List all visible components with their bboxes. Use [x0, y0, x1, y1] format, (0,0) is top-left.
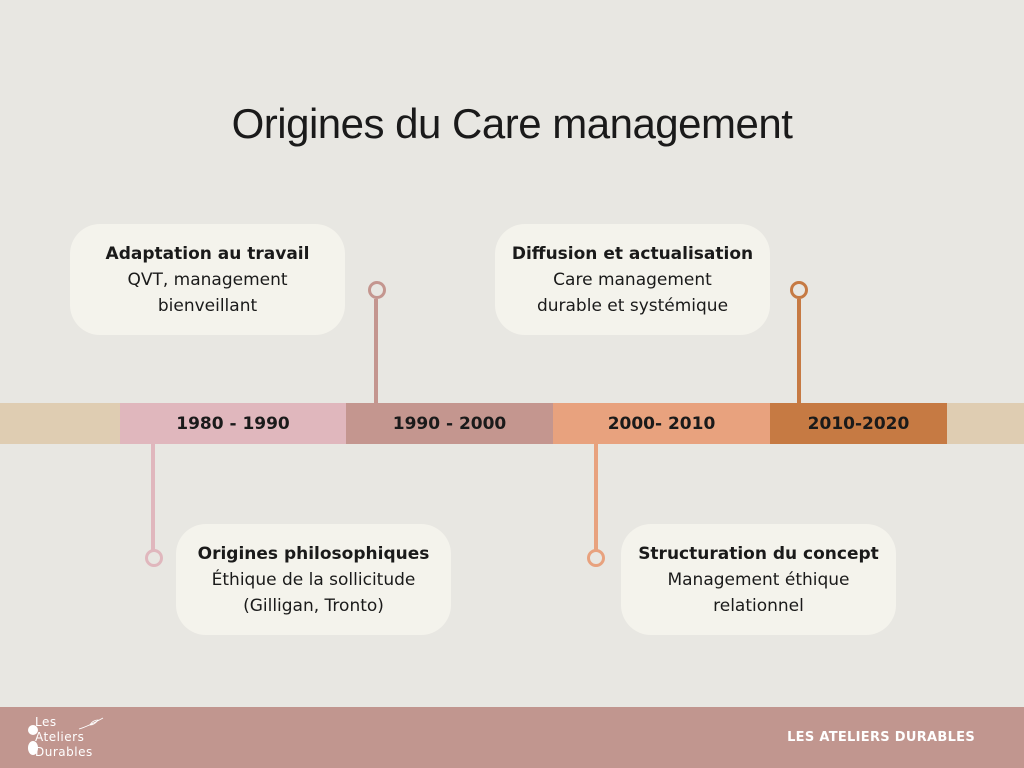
milestone-card-origines: Origines philosophiques Éthique de la so… — [176, 524, 451, 635]
milestone-heading: Diffusion et actualisation — [511, 243, 754, 264]
brand-logo: Les Ateliers Durables — [28, 715, 118, 763]
connector-stem-4 — [797, 299, 801, 403]
brand-name: LES ATELIERS DURABLES — [787, 730, 975, 745]
milestone-card-adaptation: Adaptation au travail QVT, management bi… — [70, 224, 345, 335]
milestone-line: Éthique de la sollicitude — [211, 569, 416, 590]
connector-dot-1 — [145, 549, 163, 567]
milestone-line: Management éthique — [667, 569, 850, 590]
timeline-band-left — [0, 403, 120, 444]
logo-mark-top — [28, 725, 38, 735]
connector-dot-4 — [790, 281, 808, 299]
period-1980-1990: 1980 - 1990 — [120, 403, 346, 444]
connector-dot-3 — [587, 549, 605, 567]
milestone-heading: Origines philosophiques — [197, 543, 430, 564]
connector-stem-1 — [151, 444, 155, 551]
milestone-line: durable et systémique — [536, 295, 729, 316]
connector-stem-3 — [594, 444, 598, 551]
logo-text-line: Ateliers — [35, 730, 85, 744]
milestone-heading: Adaptation au travail — [105, 243, 310, 264]
period-1990-2000: 1990 - 2000 — [346, 403, 553, 444]
milestone-heading: Structuration du concept — [638, 543, 879, 564]
period-2000-2010: 2000- 2010 — [553, 403, 770, 444]
milestone-line: QVT, management — [127, 269, 288, 290]
milestone-line: Care management — [553, 269, 712, 290]
milestone-line: bienveillant — [157, 295, 258, 316]
page-title: Origines du Care management — [231, 100, 793, 147]
leaf-icon — [78, 717, 104, 730]
connector-dot-2 — [368, 281, 386, 299]
milestone-card-structuration: Structuration du concept Management éthi… — [621, 524, 896, 635]
logo-mark-bottom — [28, 741, 38, 755]
timeline-band-right — [947, 403, 1024, 444]
milestone-line: relationnel — [713, 595, 804, 616]
logo-text-line: Durables — [35, 745, 93, 759]
connector-stem-2 — [374, 299, 378, 403]
milestone-card-diffusion: Diffusion et actualisation Care manageme… — [495, 224, 770, 335]
footer-bar: Les Ateliers Durables LES ATELIERS DURAB… — [0, 707, 1024, 768]
logo-text-line: Les — [35, 715, 57, 729]
milestone-line: (Gilligan, Tronto) — [243, 595, 384, 616]
period-2010-2020: 2010-2020 — [770, 403, 947, 444]
